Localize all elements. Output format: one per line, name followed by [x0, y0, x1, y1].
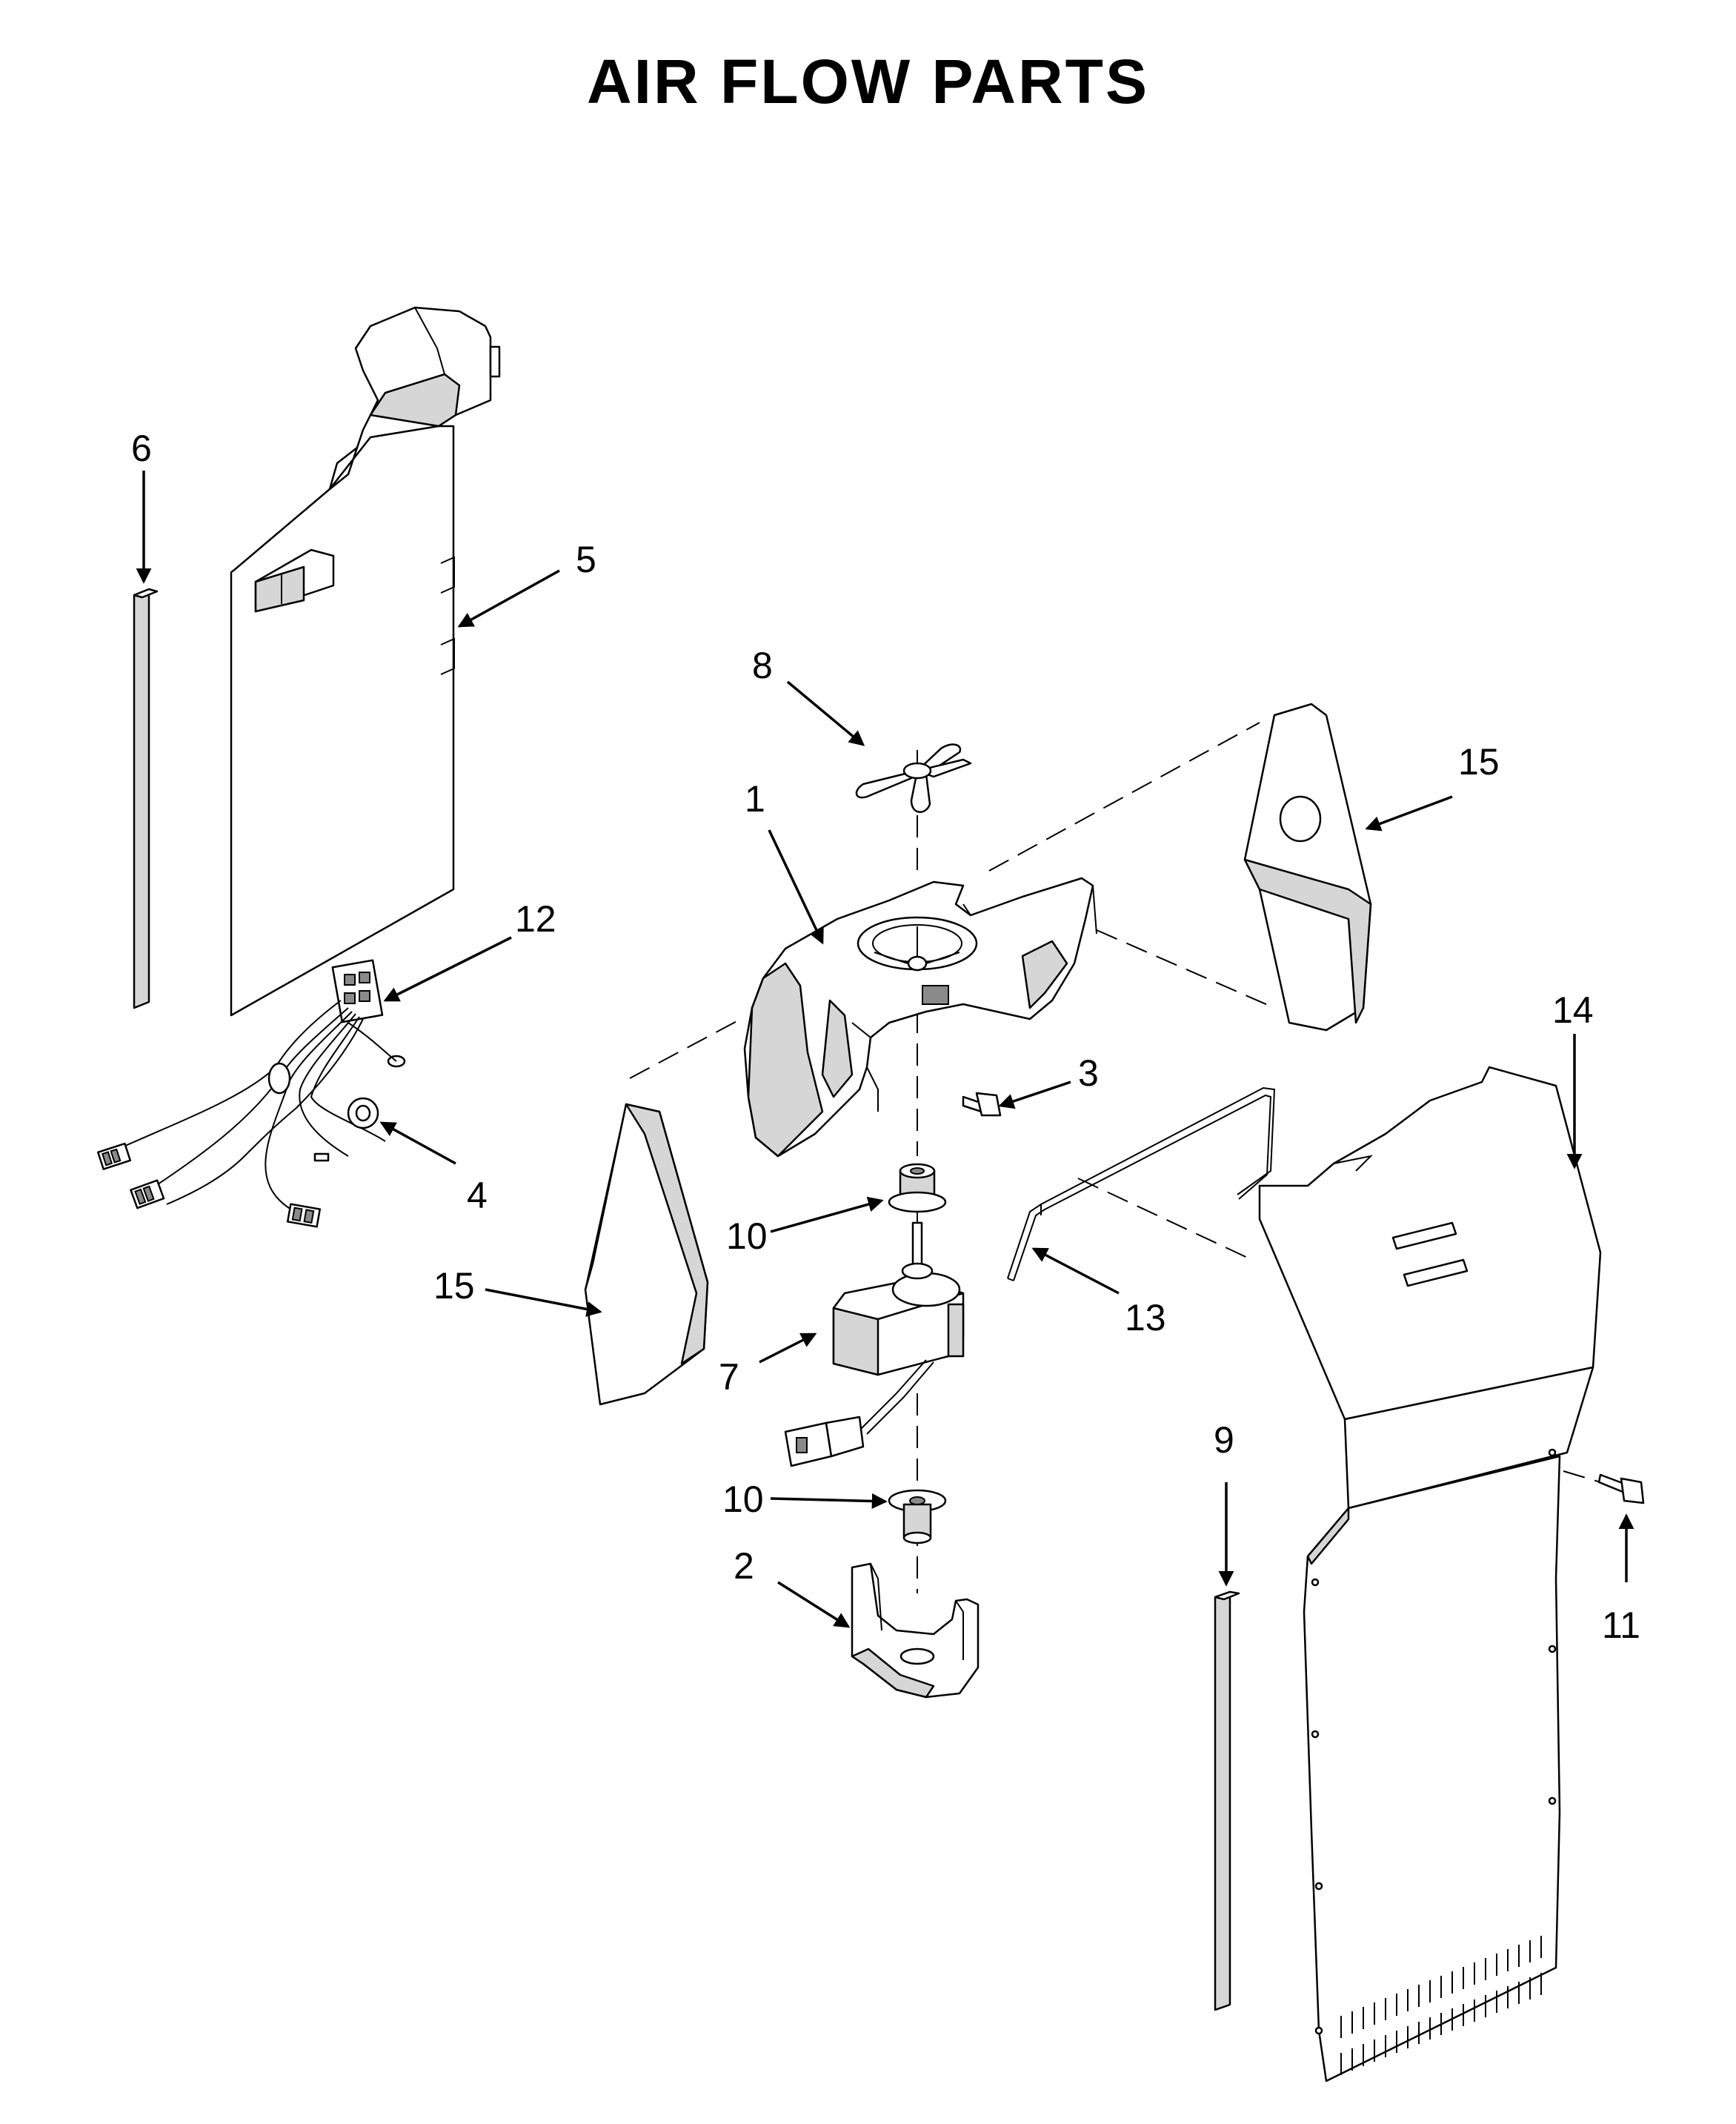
- part-5-evaporator-cover: [230, 306, 501, 1017]
- part-7-fan-motor: [784, 1221, 965, 1467]
- callout-11: 11: [1602, 1604, 1640, 1646]
- callout-15-right: 15: [1458, 741, 1500, 783]
- part-6-foam-strip: [133, 588, 159, 1009]
- callout-9: 9: [1214, 1419, 1234, 1461]
- callout-1: 1: [745, 778, 765, 820]
- part-10-upper-mount: [888, 1163, 947, 1213]
- part-1-fan-shroud: [743, 877, 1097, 1158]
- part-2-motor-bracket: [851, 1562, 980, 1699]
- part-11-screw: [1563, 1470, 1645, 1504]
- callout-labels: 1 2 3 4 5 6 7 8 9 10 10 11 12 13 14 15 1…: [131, 428, 1640, 1646]
- part-15-foam-block-right: [1243, 703, 1372, 1032]
- callout-2: 2: [734, 1545, 754, 1587]
- callout-8: 8: [752, 645, 773, 686]
- alignment-lines: [629, 722, 1275, 1593]
- part-9-foam-strip: [1214, 1590, 1240, 2011]
- part-4-grommet: [347, 1097, 379, 1129]
- callout-7: 7: [719, 1356, 739, 1398]
- callout-6: 6: [131, 428, 152, 469]
- callout-5: 5: [576, 539, 596, 580]
- callout-leaders: [136, 471, 1634, 1628]
- callout-4: 4: [467, 1175, 488, 1216]
- callout-13: 13: [1125, 1297, 1166, 1338]
- callout-12: 12: [515, 898, 556, 940]
- part-12-wiring-harness: [97, 959, 406, 1228]
- callout-15-left: 15: [433, 1265, 475, 1307]
- callout-10-lower: 10: [722, 1478, 764, 1520]
- callout-3: 3: [1078, 1052, 1099, 1094]
- page-title: AIR FLOW PARTS: [586, 47, 1150, 116]
- part-8-fan-blade: [855, 743, 972, 813]
- callout-10-upper: 10: [726, 1215, 768, 1257]
- callout-14: 14: [1552, 989, 1594, 1031]
- part-3-screw: [962, 1092, 1002, 1117]
- part-13-wire-bracket: [1007, 1086, 1276, 1281]
- part-15-foam-block-left: [584, 1103, 709, 1406]
- part-10-lower-mount: [888, 1489, 947, 1544]
- part-14-air-duct-cover: [1258, 1066, 1602, 2082]
